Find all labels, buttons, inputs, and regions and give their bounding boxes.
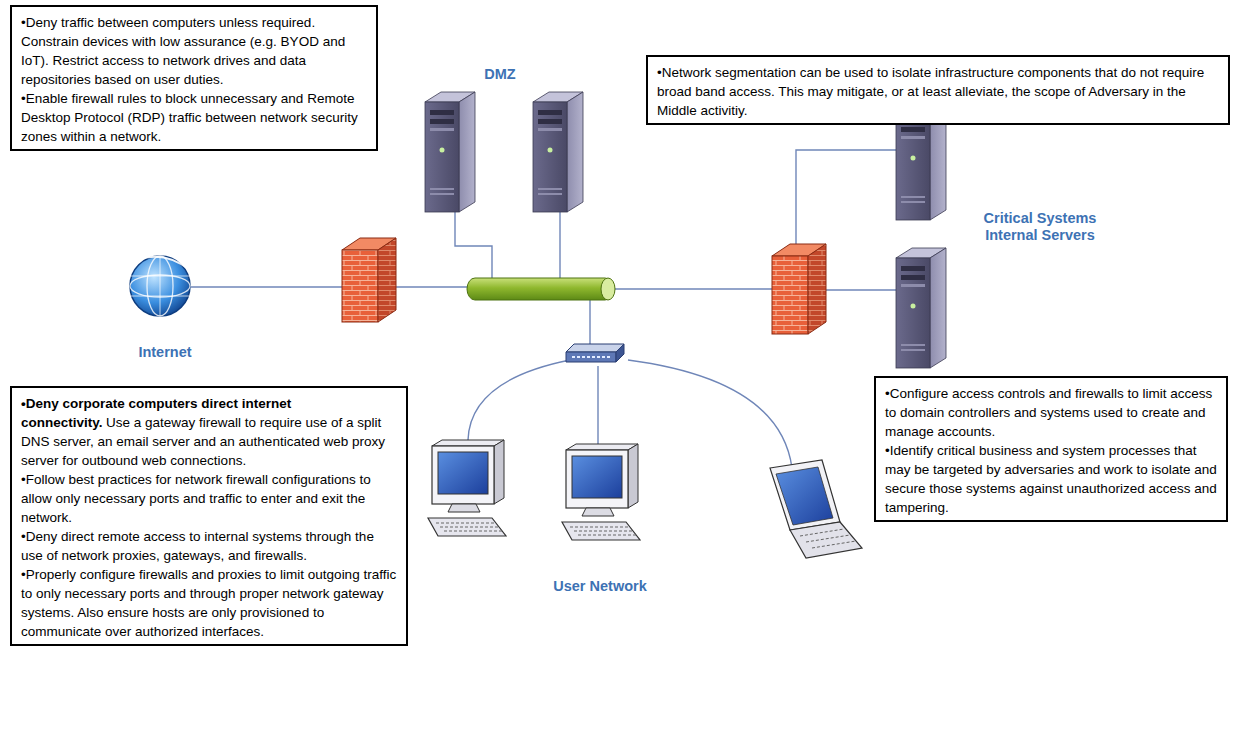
network-wires-part — [394, 286, 470, 287]
perimeter-firewall-part — [342, 250, 378, 322]
network-wires-part — [628, 360, 792, 468]
bullet-paragraph: •Configure access controls and firewalls… — [885, 384, 1217, 441]
network-switch-part — [566, 344, 624, 352]
note-text: •Follow best practices for network firew… — [21, 472, 371, 525]
network-wires-part — [559, 212, 560, 280]
user-computers-part — [428, 440, 506, 536]
callout-box: •Deny corporate computers direct interne… — [10, 386, 408, 646]
network-switch-part — [566, 352, 616, 362]
network-wires-part — [455, 212, 492, 280]
dmz-servers-part — [533, 92, 583, 212]
note-text: •Network segmentation can be used to iso… — [657, 65, 1204, 118]
note-text: •Properly configure firewalls and proxie… — [21, 567, 396, 639]
callout-box: •Deny traffic between computers unless r… — [10, 5, 378, 151]
zone-label: User Network — [530, 578, 670, 595]
user-computers-part — [562, 444, 640, 540]
user-laptop-part — [790, 522, 862, 558]
bullet-paragraph: •Enable firewall rules to block unnecess… — [21, 89, 367, 146]
perimeter-firewall-part — [378, 238, 396, 322]
user-laptop — [770, 460, 862, 558]
dmz-servers — [425, 92, 583, 212]
network-wires-part — [824, 289, 896, 290]
internet-globe-part — [130, 256, 190, 316]
user-laptop-part — [800, 529, 856, 548]
network-wires-part — [597, 366, 598, 444]
note-text: •Deny traffic between computers unless r… — [21, 15, 345, 87]
note-text: •Configure access controls and firewalls… — [885, 386, 1212, 439]
network-backbone — [467, 278, 615, 300]
network-wires-part — [796, 150, 896, 248]
critical-servers-part — [896, 248, 946, 368]
network-switch-part — [572, 356, 610, 358]
internet-globe-part — [131, 256, 189, 316]
zone-label: Internet — [115, 344, 215, 361]
user-computers — [428, 440, 640, 540]
internet-globe-part — [136, 257, 190, 270]
network-backbone-part — [467, 278, 613, 300]
callout-box: •Network segmentation can be used to iso… — [646, 55, 1230, 125]
bullet-paragraph: •Properly configure firewalls and proxie… — [21, 565, 397, 641]
perimeter-firewall — [342, 238, 396, 322]
critical-servers — [896, 100, 946, 368]
bullet-paragraph: •Deny corporate computers direct interne… — [21, 394, 397, 470]
note-text: •Deny direct remote access to internal s… — [21, 529, 374, 563]
internal-firewall-part — [808, 244, 826, 334]
internal-firewall-part — [772, 256, 808, 334]
network-switch — [566, 344, 624, 362]
network-backbone-part — [601, 278, 615, 300]
zone-label: DMZ — [460, 66, 540, 83]
network-wires-part — [468, 360, 570, 440]
bullet-paragraph: •Follow best practices for network firew… — [21, 470, 397, 527]
user-laptop-part — [770, 460, 840, 530]
network-wires-part — [612, 288, 772, 289]
bullet-paragraph: •Network segmentation can be used to iso… — [657, 63, 1219, 120]
user-laptop-part — [776, 467, 833, 525]
note-text: •Identify critical business and system p… — [885, 443, 1217, 515]
bullet-paragraph: •Deny direct remote access to internal s… — [21, 527, 397, 565]
dmz-servers-part — [425, 92, 475, 212]
bullet-paragraph: •Identify critical business and system p… — [885, 441, 1217, 517]
network-switch-part — [616, 344, 624, 362]
note-text: •Enable firewall rules to block unnecess… — [21, 91, 358, 144]
internal-firewall — [772, 244, 826, 334]
bullet-paragraph: •Deny traffic between computers unless r… — [21, 13, 367, 89]
network-wires-part — [589, 300, 590, 344]
zone-label: Critical Systems Internal Servers — [970, 210, 1110, 244]
network-wires-part — [190, 286, 342, 287]
internet-globe — [130, 256, 190, 316]
callout-box: •Configure access controls and firewalls… — [874, 376, 1228, 522]
